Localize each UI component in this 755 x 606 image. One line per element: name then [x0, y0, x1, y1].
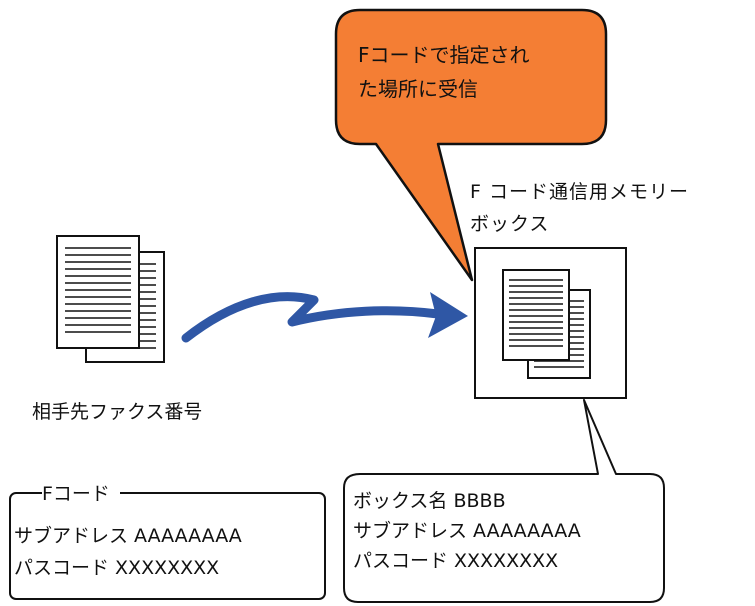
- callout-line-1: Fコードで指定され: [358, 43, 530, 67]
- callout-line-2: た場所に受信: [358, 77, 478, 101]
- callout-text: Fコードで指定され た場所に受信: [358, 38, 530, 106]
- memory-box-title-line-2: ボックス: [470, 213, 550, 235]
- sender-fax-number-label: 相手先ファクス番号: [32, 401, 203, 423]
- transmission-arrow: [181, 292, 468, 343]
- box-info-content: ボックス名 BBBB サブアドレス AAAAAAAA パスコード XXXXXXX…: [353, 486, 581, 576]
- fcode-panel-legend: Fコード: [42, 480, 120, 508]
- fcode-passcode: パスコード XXXXXXXX: [14, 557, 220, 579]
- box-name: ボックス名 BBBB: [353, 490, 506, 512]
- memory-box-title-line-1: F コード通信用メモリー: [470, 181, 689, 203]
- callout-bubble: [334, 8, 608, 282]
- fcode-subaddress: サブアドレス AAAAAAAA: [14, 525, 242, 547]
- stored-document-icon: [502, 269, 591, 379]
- sender-document-icon: [56, 235, 165, 363]
- memory-box-title: F コード通信用メモリー ボックス: [470, 176, 689, 240]
- fcode-panel-content: サブアドレス AAAAAAAA パスコード XXXXXXXX: [14, 520, 242, 584]
- box-subaddress: サブアドレス AAAAAAAA: [353, 520, 581, 542]
- fcode-panel-frame: [9, 492, 326, 600]
- box-info-bubble: [343, 399, 665, 603]
- box-passcode: パスコード XXXXXXXX: [353, 550, 559, 572]
